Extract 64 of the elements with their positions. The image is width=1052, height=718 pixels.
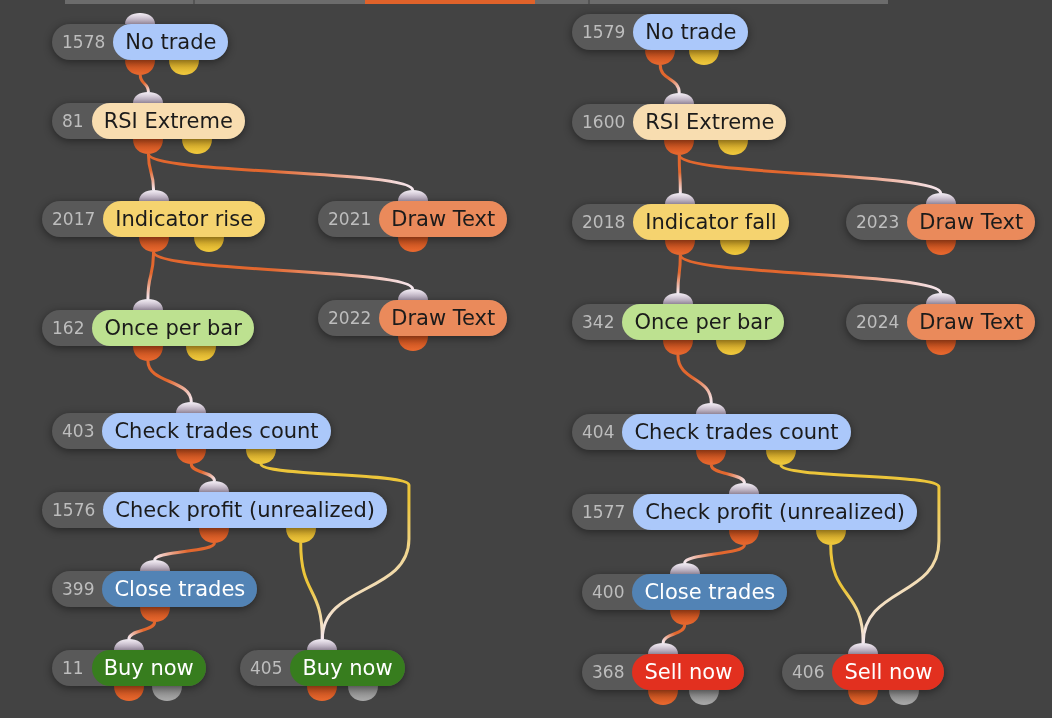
node-id: 2017 xyxy=(51,208,97,231)
connector-line xyxy=(661,624,687,644)
node-id: 2021 xyxy=(327,208,373,231)
node-title: Indicator fall xyxy=(633,204,789,240)
connector-line xyxy=(683,544,746,564)
node-id: 2022 xyxy=(327,307,373,330)
connector-line xyxy=(127,621,157,640)
node-id: 400 xyxy=(591,581,626,604)
node-id: 11 xyxy=(61,657,85,680)
node-title: Once per bar xyxy=(92,310,254,346)
connector-line xyxy=(152,250,414,291)
node-title: Close trades xyxy=(102,571,258,607)
connector-line xyxy=(677,155,682,193)
node-title: Indicator rise xyxy=(103,201,266,237)
node-id: 2018 xyxy=(581,211,627,234)
node-title: Draw Text xyxy=(907,204,1036,240)
node-id: 1576 xyxy=(51,499,97,522)
connector-line xyxy=(679,253,942,295)
node-title: No trade xyxy=(113,24,229,60)
node-id: 2024 xyxy=(855,311,901,334)
node-id: 162 xyxy=(51,317,86,340)
node-title: Once per bar xyxy=(622,304,784,340)
connector-line xyxy=(138,74,150,93)
node-id: 406 xyxy=(791,661,826,684)
node-title: RSI Extreme xyxy=(633,104,787,140)
node-id: 1600 xyxy=(581,111,627,134)
node-id: 2023 xyxy=(855,211,901,234)
connector-line xyxy=(146,360,193,403)
connector-line xyxy=(146,153,156,191)
node-id: 403 xyxy=(61,420,96,443)
node-id: 404 xyxy=(581,421,616,444)
connector-line xyxy=(146,251,156,300)
node-title: Draw Text xyxy=(907,304,1036,340)
node-id: 368 xyxy=(591,661,626,684)
node-title: Check profit (unrealized) xyxy=(103,492,387,528)
node-title: Draw Text xyxy=(379,300,508,336)
node-title: Sell now xyxy=(832,654,945,690)
node-id: 1578 xyxy=(61,31,107,54)
node-title: Buy now xyxy=(290,650,405,686)
connector-line xyxy=(676,354,713,404)
node-id: 81 xyxy=(61,110,85,133)
connector-line xyxy=(299,542,324,640)
node-id: 399 xyxy=(61,578,96,601)
node-title: Check profit (unrealized) xyxy=(633,494,917,530)
node-title: Buy now xyxy=(91,650,206,686)
node-title: Check trades count xyxy=(102,413,331,449)
node-id: 342 xyxy=(581,311,616,334)
connector-line xyxy=(189,463,216,482)
node-title: RSI Extreme xyxy=(91,103,245,139)
connector-line xyxy=(153,542,216,561)
node-id: 1577 xyxy=(581,501,627,524)
node-id: 405 xyxy=(249,657,284,680)
node-id: 1579 xyxy=(581,21,627,44)
node-title: No trade xyxy=(633,14,749,50)
connector-line xyxy=(676,255,682,293)
node-title: Close trades xyxy=(632,574,788,610)
node-title: Draw Text xyxy=(379,201,508,237)
node-title: Check trades count xyxy=(622,414,851,450)
connector-line xyxy=(147,152,414,192)
connector-line xyxy=(678,153,942,195)
connector-line xyxy=(829,544,865,644)
connector-line xyxy=(658,64,681,94)
node-title: Sell now xyxy=(632,654,745,690)
connector-line xyxy=(709,464,746,484)
